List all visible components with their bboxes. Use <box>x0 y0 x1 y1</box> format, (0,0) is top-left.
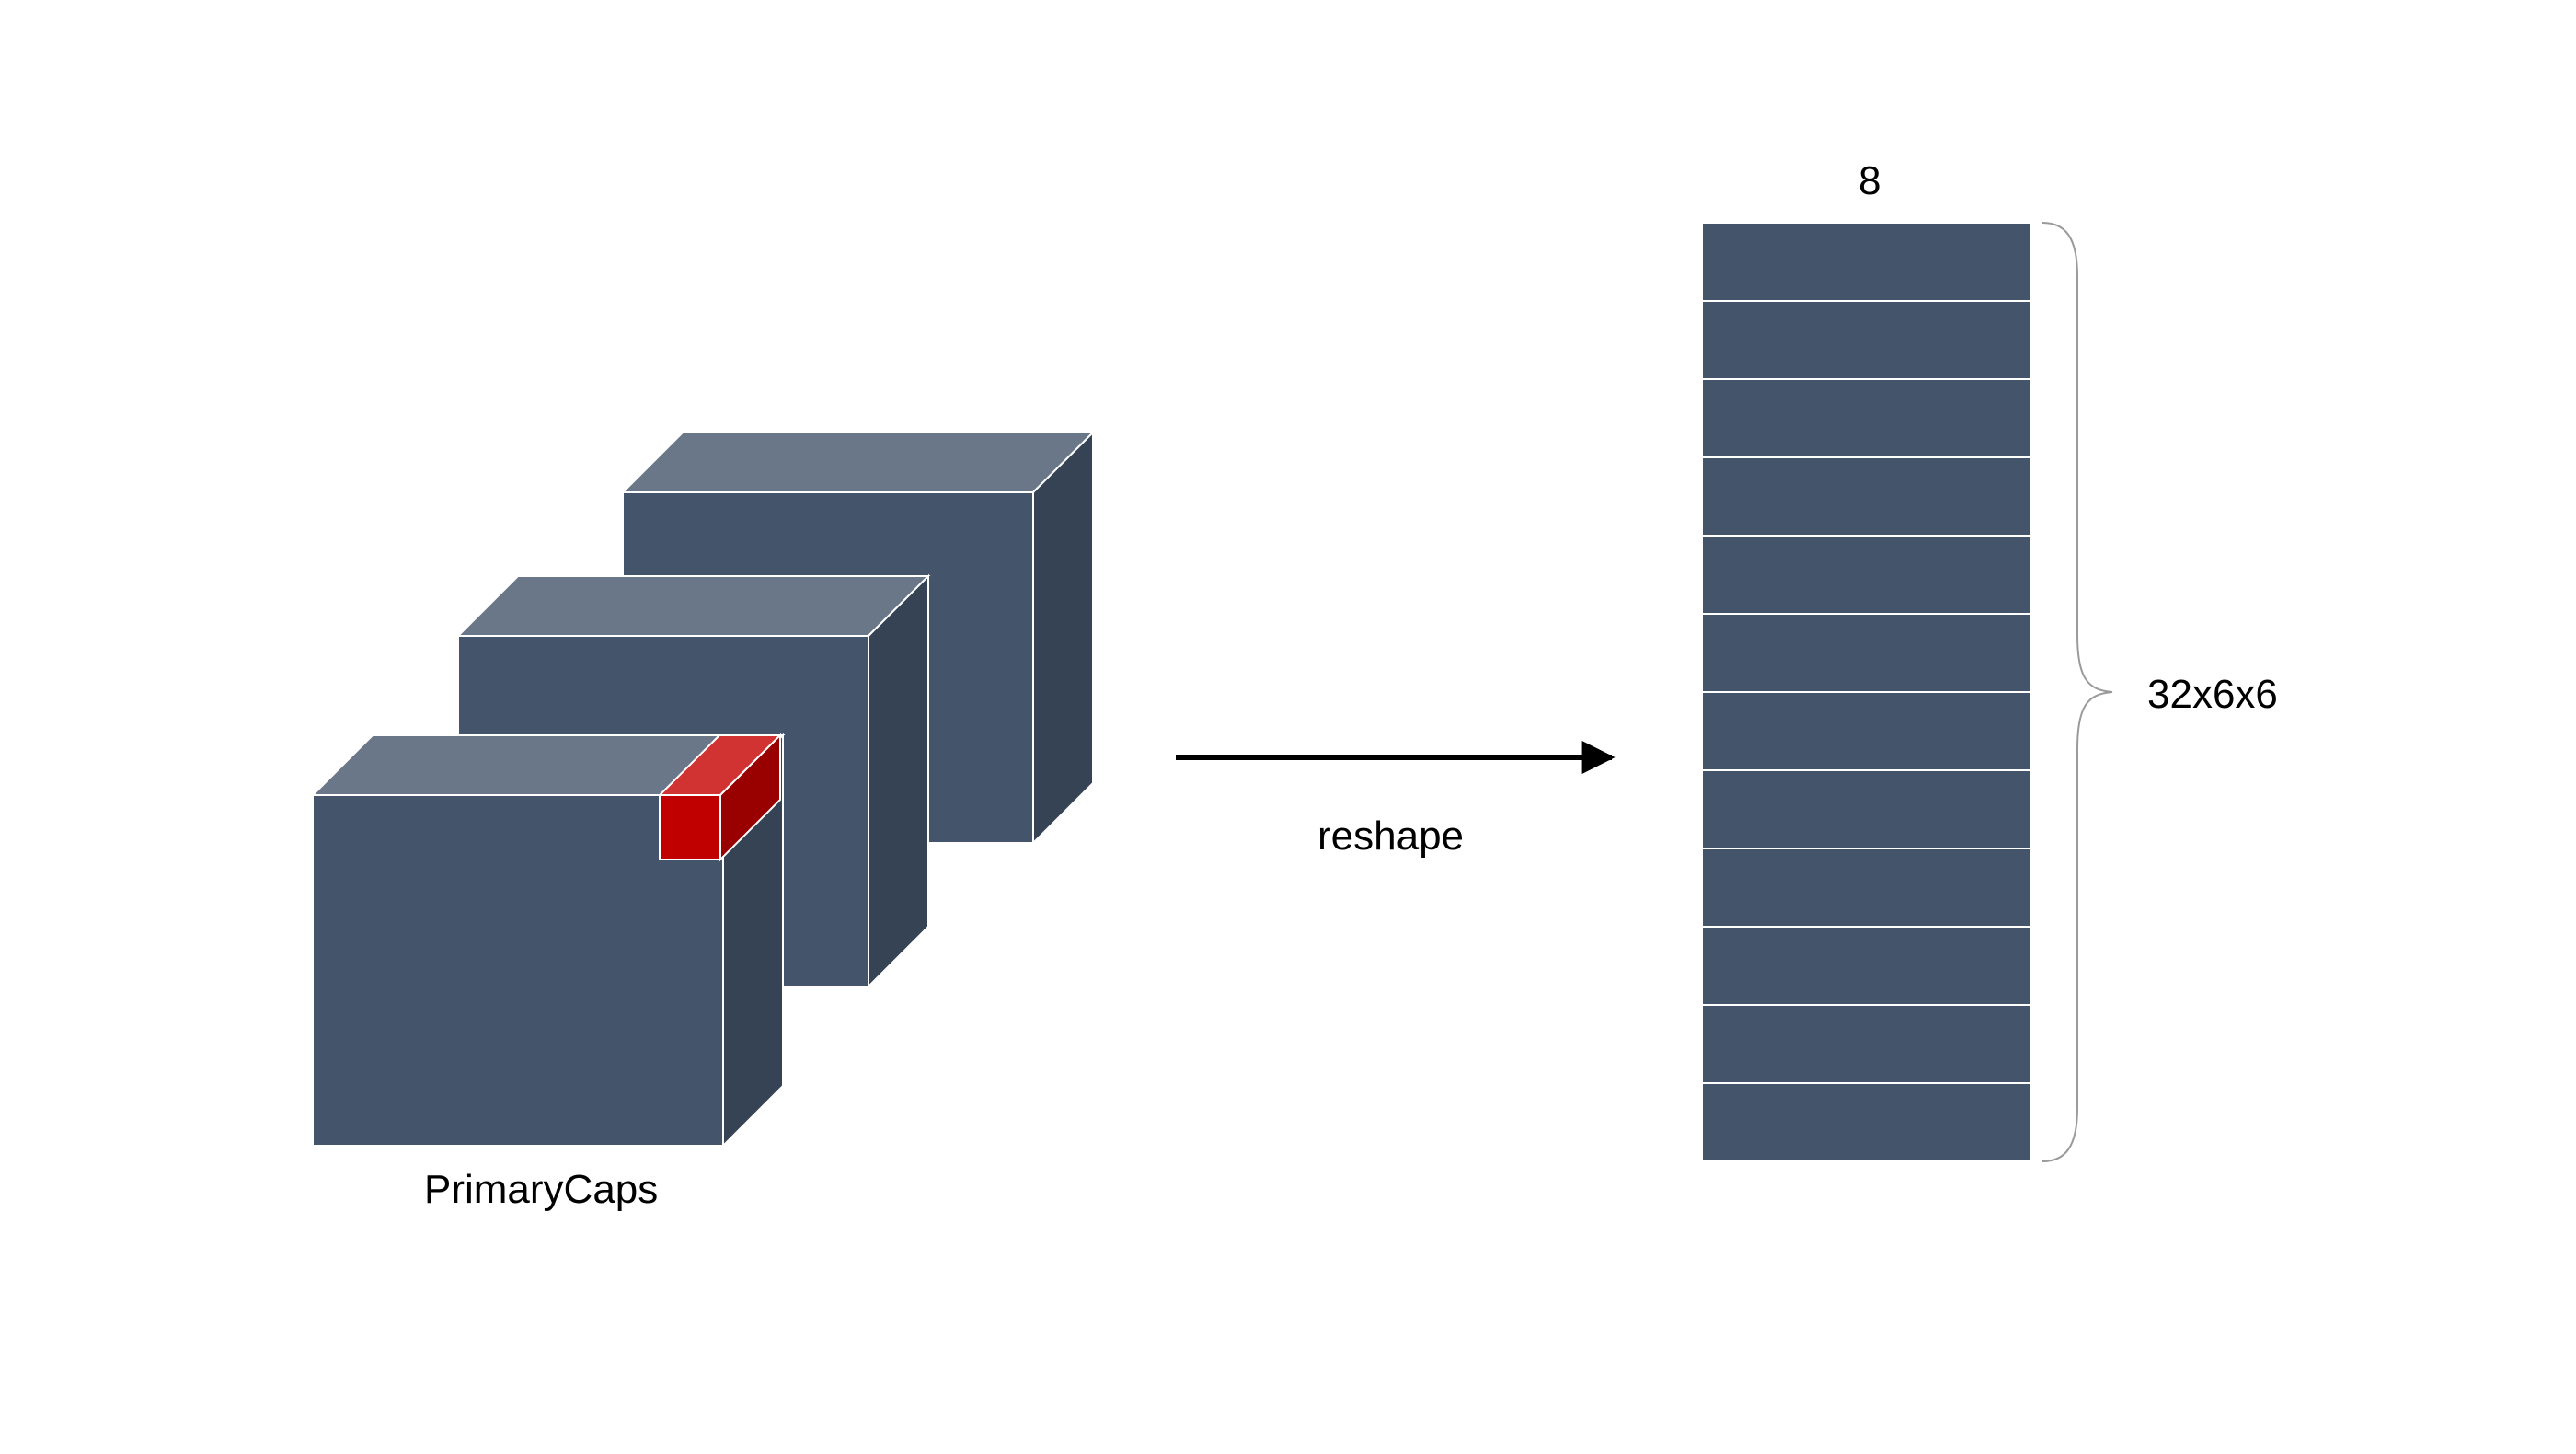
capsule-vector-row <box>1701 1004 2032 1084</box>
capsule-vector-row <box>1701 769 2032 849</box>
layer-label: PrimaryCaps <box>424 1167 659 1212</box>
capsule-vector-stack <box>1701 222 2032 1162</box>
capsule-count-label: 32x6x6 <box>2147 672 2278 717</box>
vector-length-label: 8 <box>1858 158 1881 203</box>
capsule-vector-row <box>1701 926 2032 1006</box>
capsule-vector-row <box>1701 613 2032 693</box>
feature-map-cube-front <box>310 733 786 1148</box>
capsule-vector-row <box>1701 456 2032 537</box>
capsule-vector-row <box>1701 378 2032 458</box>
size-brace <box>2041 222 2113 1162</box>
operation-label: reshape <box>1317 814 1465 859</box>
capsule-vector-row <box>1701 300 2032 380</box>
capsule-vector-row <box>1701 691 2032 771</box>
capsule-vector-row <box>1701 535 2032 615</box>
capsule-vector-row <box>1701 1082 2032 1162</box>
capsule-vector-row <box>1701 222 2032 302</box>
capsule-highlight <box>657 733 783 862</box>
capsule-vector-row <box>1701 848 2032 928</box>
